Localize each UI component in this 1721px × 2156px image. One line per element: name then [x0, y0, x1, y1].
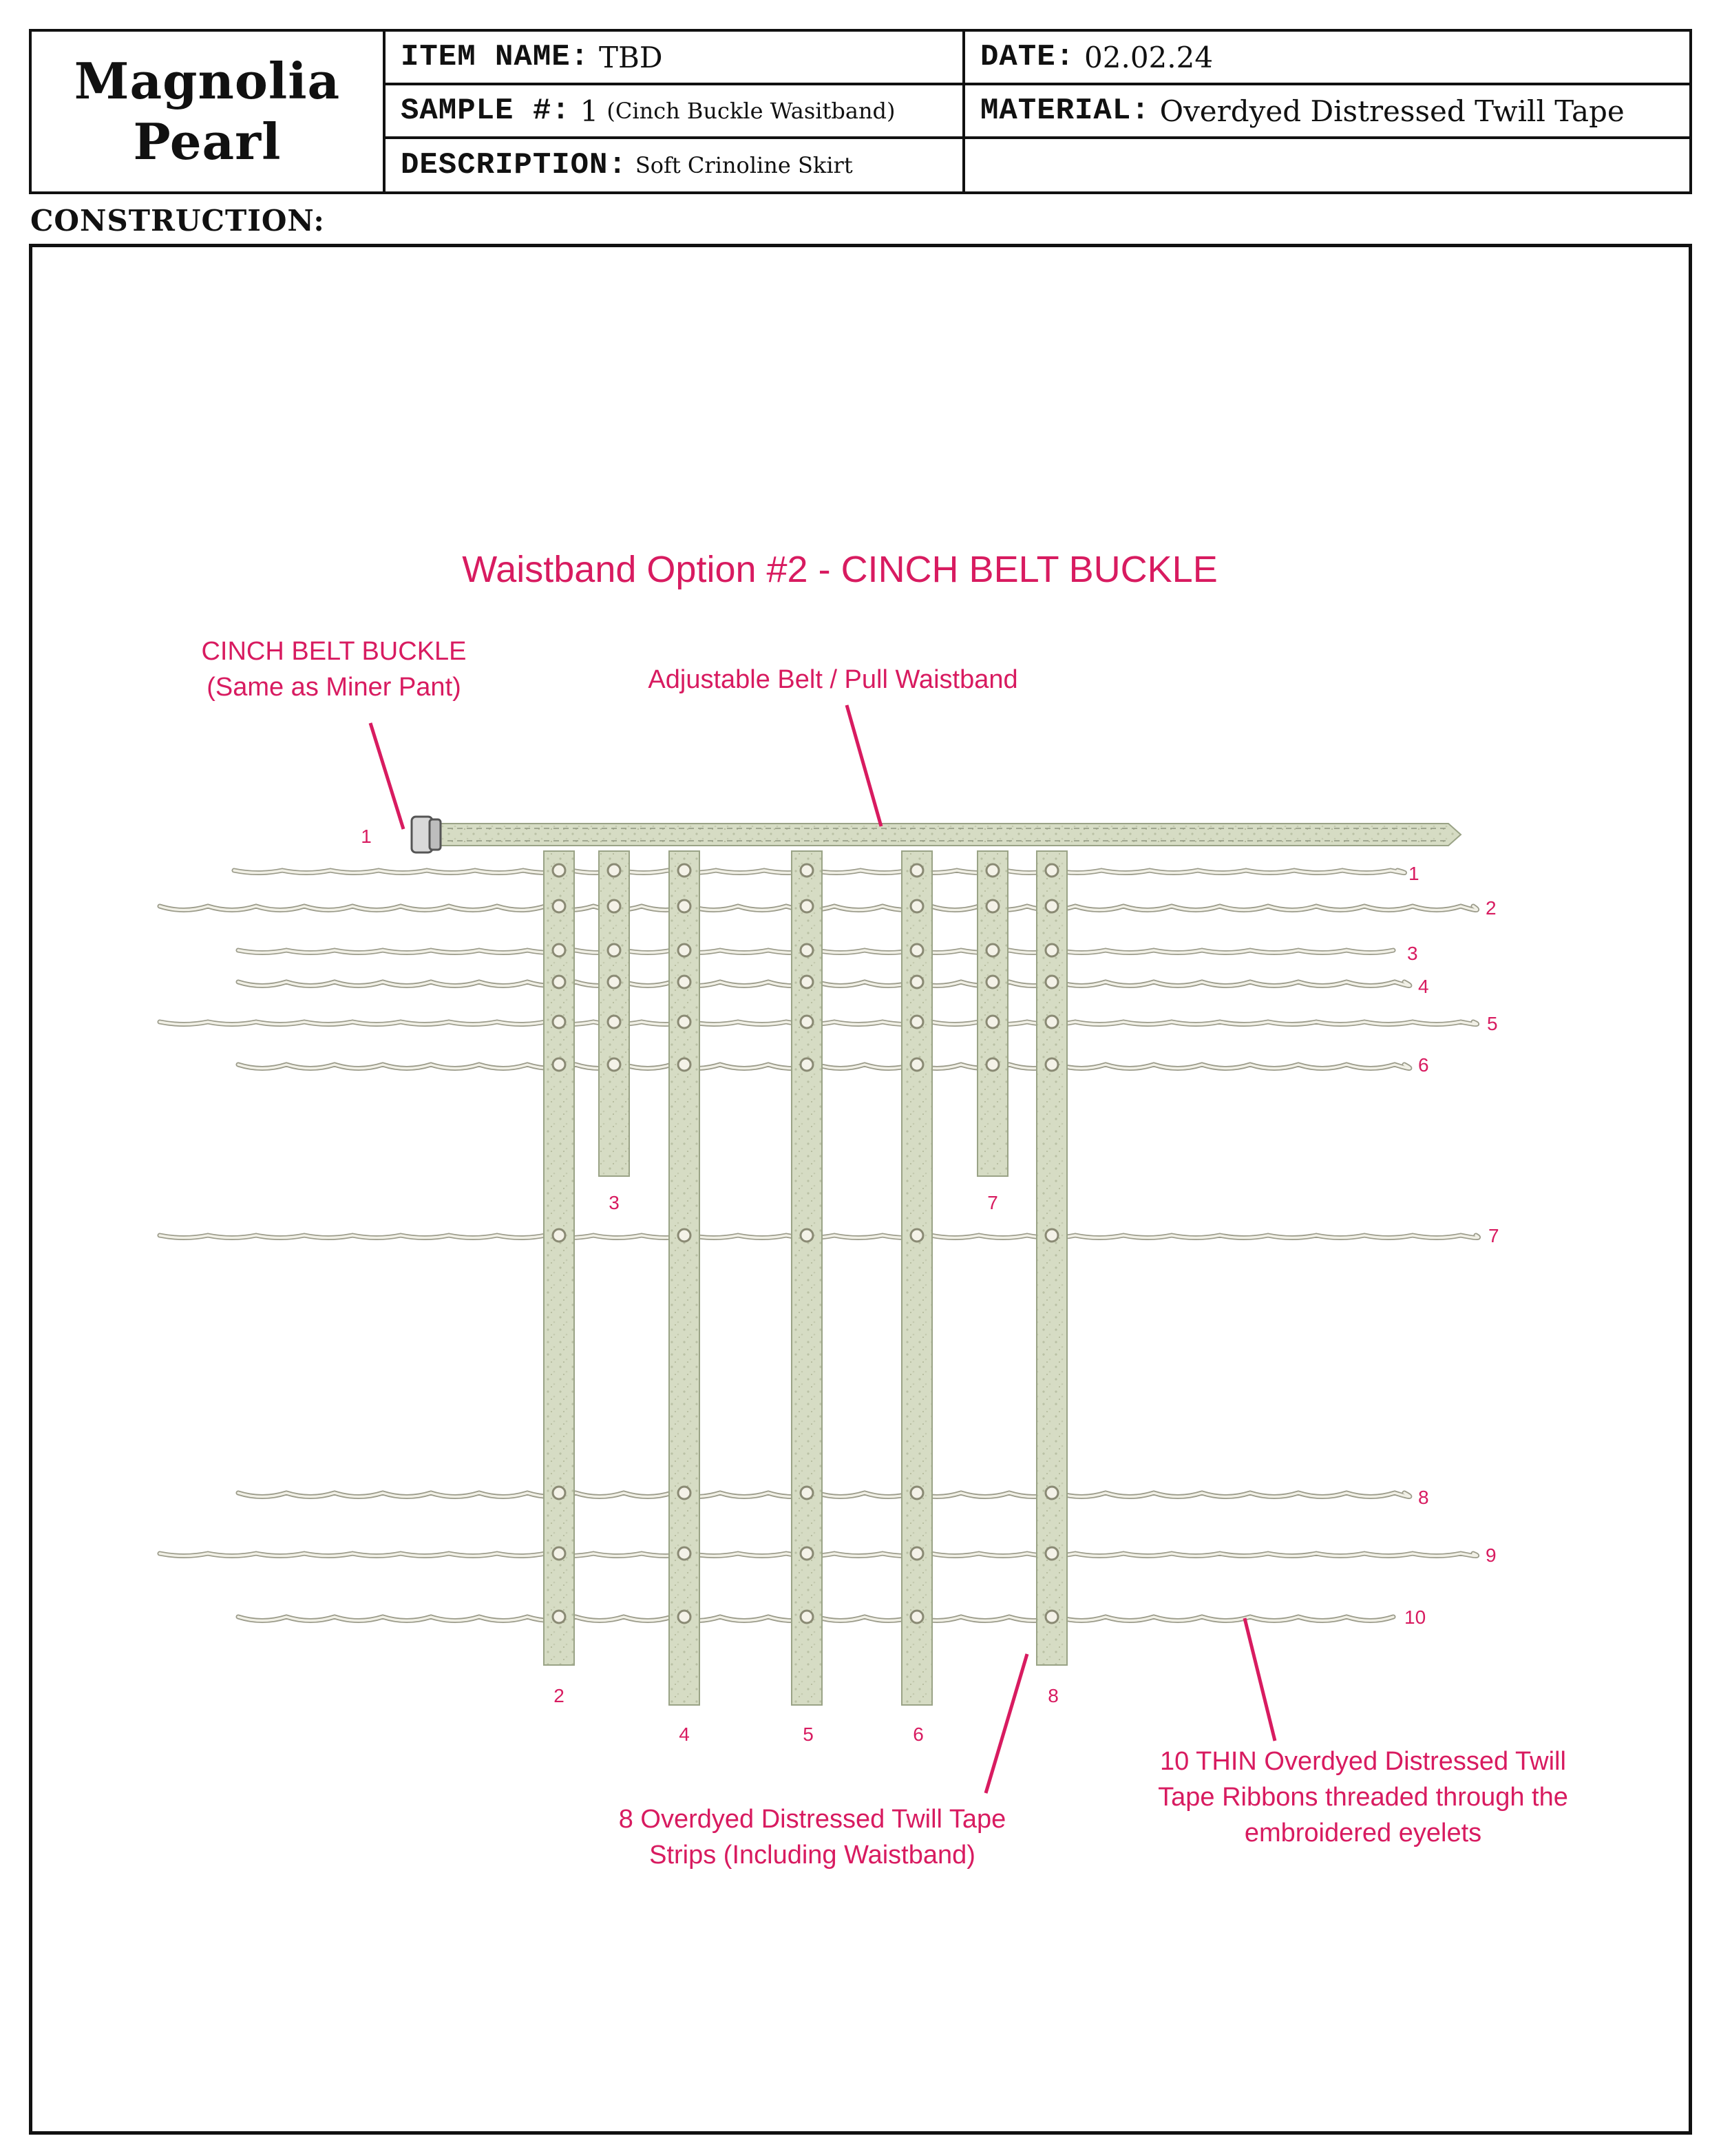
buckle-annotation-line-1: CINCH BELT BUCKLE: [201, 637, 467, 666]
description-value: Soft Crinoline Skirt: [635, 152, 853, 178]
material-cell: MATERIAL: Overdyed Distressed Twill Tape: [965, 85, 1689, 139]
brand-logo: Magnolia Pearl: [32, 32, 386, 191]
ribbons-annotation: 10 THIN Overdyed Distressed Twill Tape R…: [1115, 1744, 1611, 1851]
ribbons-annotation-line-3: embroidered eyelets: [1244, 1819, 1482, 1848]
brand-line-2: Pearl: [133, 112, 282, 171]
diagram-title: Waistband Option #2 - CINCH BELT BUCKLE: [462, 549, 1218, 590]
date-value: 02.02.24: [1084, 40, 1214, 74]
header-table: Magnolia Pearl ITEM NAME: TBD SAMPLE #: …: [29, 29, 1692, 194]
material-label: MATERIAL:: [980, 94, 1150, 128]
brand-line-1: Magnolia: [74, 52, 341, 110]
ribbons-annotation-line-1: 10 THIN Overdyed Distressed Twill: [1160, 1747, 1566, 1776]
construction-label: CONSTRUCTION:: [30, 204, 325, 238]
description-label: DESCRIPTION:: [401, 148, 627, 182]
material-value: Overdyed Distressed Twill Tape: [1159, 94, 1625, 128]
item-name-label: ITEM NAME:: [401, 40, 590, 74]
sample-cell: SAMPLE #: 1 (Cinch Buckle Wasitband): [386, 85, 965, 139]
sample-note: (Cinch Buckle Wasitband): [606, 98, 896, 124]
belt-annotation: Adjustable Belt / Pull Waistband: [648, 665, 1018, 694]
date-label: DATE:: [980, 40, 1075, 74]
buckle-annotation: CINCH BELT BUCKLE (Same as Miner Pant): [179, 634, 489, 705]
sample-value: 1: [580, 94, 599, 128]
description-cell: DESCRIPTION: Soft Crinoline Skirt: [386, 139, 965, 191]
strips-annotation: 8 Overdyed Distressed Twill Tape Strips …: [564, 1801, 1060, 1873]
strips-annotation-line-2: Strips (Including Waistband): [649, 1841, 975, 1870]
construction-frame: [29, 244, 1692, 2135]
buckle-annotation-line-2: (Same as Miner Pant): [207, 673, 461, 702]
ribbons-annotation-line-2: Tape Ribbons threaded through the: [1158, 1783, 1568, 1812]
strips-annotation-line-1: 8 Overdyed Distressed Twill Tape: [618, 1805, 1006, 1834]
empty-cell: [965, 139, 1689, 191]
sample-label: SAMPLE #:: [401, 94, 571, 128]
item-name-value: TBD: [599, 40, 663, 74]
date-cell: DATE: 02.02.24: [965, 32, 1689, 85]
item-name-cell: ITEM NAME: TBD: [386, 32, 965, 85]
